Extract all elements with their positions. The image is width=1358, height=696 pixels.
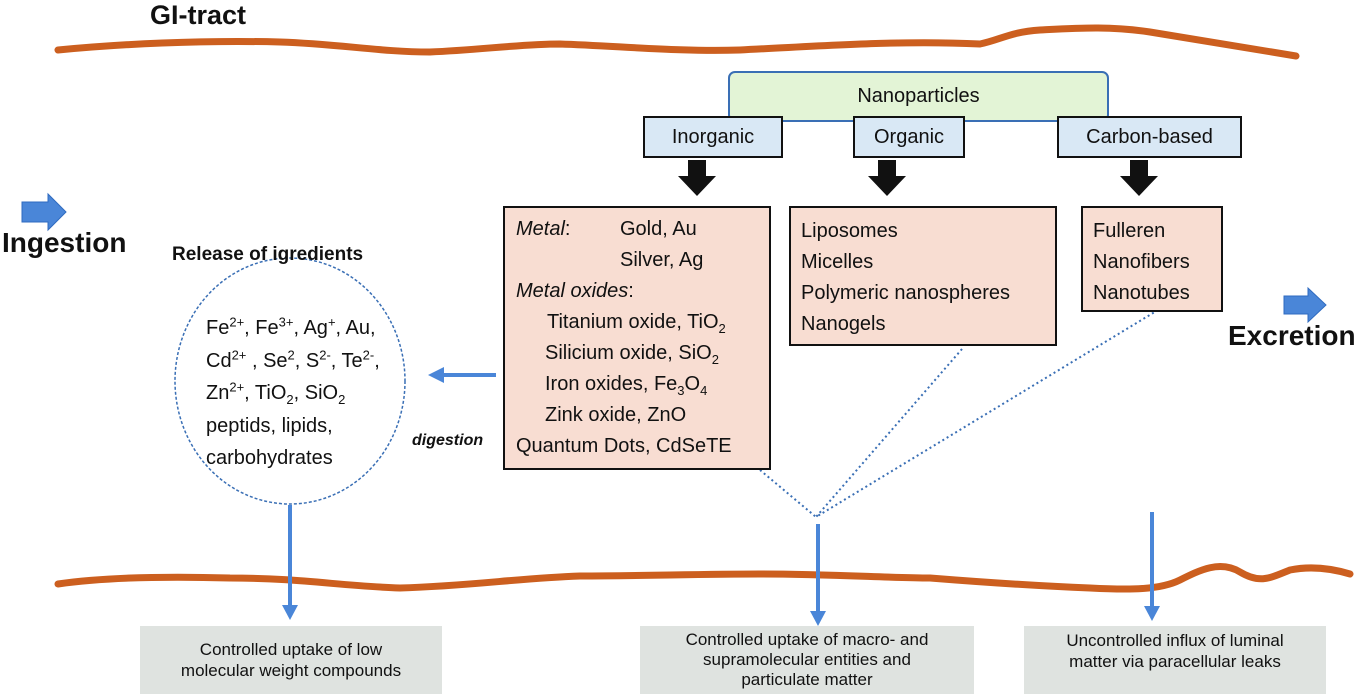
ion-sup: 3+ — [278, 314, 294, 330]
ion-sub: 2 — [338, 392, 346, 407]
titanium-sub: 2 — [718, 321, 726, 336]
inorganic-box: Metal: Gold, Au Silver, Ag Metal oxides:… — [503, 206, 771, 470]
organic-box: Liposomes Micelles Polymeric nanospheres… — [789, 206, 1057, 346]
carbon-box: Fulleren Nanofibers Nanotubes — [1081, 206, 1223, 312]
metal-oxides-heading: Metal oxides — [516, 280, 629, 302]
uptake-macro-line2: supramolecular entities and — [703, 650, 911, 669]
down-arrow-icon — [810, 524, 826, 626]
quantum-dots-item: Quantum Dots, CdSeTE — [516, 435, 732, 457]
uptake-uncontrolled-line2: matter via paracellular leaks — [1069, 652, 1281, 671]
uptake-uncontrolled-line1: Uncontrolled influx of luminal — [1066, 631, 1284, 650]
ions-line-1: Fe2+, Fe3+, Ag+, Au, — [206, 312, 380, 345]
down-arrow-icon — [1120, 160, 1158, 196]
silicium-text: Silicium oxide, SiO — [545, 342, 712, 364]
titanium-item: Titanium oxide, TiO2 — [516, 307, 769, 338]
gi-tract-lower-wall — [54, 563, 1354, 593]
iron-text: Iron oxides, Fe — [545, 373, 678, 395]
carbon-item: Fulleren — [1093, 220, 1166, 242]
ion-sup: 2+ — [229, 314, 245, 330]
ions-line-4: peptids, lipids, — [206, 414, 333, 437]
right-arrow-icon — [1283, 286, 1327, 324]
ion-text: , S — [294, 349, 320, 372]
ion-sup: 2+ — [229, 379, 245, 395]
ion-text: Zn — [206, 382, 230, 404]
down-arrow-icon — [678, 160, 716, 196]
down-arrow-icon — [868, 160, 906, 196]
excretion-label: Excretion — [1228, 320, 1356, 351]
ion-sup: + — [327, 314, 336, 330]
nanoparticles-label: Nanoparticles — [857, 85, 980, 107]
ion-text: , Au, — [335, 317, 376, 339]
ion-sup: 2 — [287, 346, 295, 362]
down-arrow-icon — [282, 505, 298, 620]
release-circle — [174, 257, 406, 505]
metal-row: Metal: Gold, Au — [516, 214, 769, 245]
ion-text: , SiO — [293, 382, 339, 404]
ion-text: , Se — [246, 349, 288, 372]
ion-text: , Ag — [293, 317, 328, 339]
ion-sup: 2+ — [231, 346, 247, 362]
uptake-low-molecular-box: Controlled uptake of low molecular weigh… — [140, 626, 442, 694]
uptake-low-line2: molecular weight compounds — [180, 661, 402, 680]
category-inorganic: Inorganic — [643, 116, 783, 158]
nanoparticles-box: Nanoparticles — [728, 71, 1109, 122]
uptake-low-line1: Controlled uptake of low — [199, 640, 383, 659]
category-carbon-label: Carbon-based — [1086, 125, 1213, 148]
digestion-label: digestion — [412, 432, 484, 449]
uptake-macro-line3: particulate matter — [741, 670, 873, 689]
organic-item: Micelles — [801, 251, 874, 273]
right-arrow-icon — [21, 192, 67, 232]
zink-item: Zink oxide, ZnO — [545, 404, 687, 426]
ions-line-2: Cd2+ , Se2, S2-, Te2-, — [206, 345, 380, 378]
silver-item: Silver, Ag — [620, 249, 704, 271]
metal-heading: Metal — [516, 218, 565, 240]
iron-sub2: 4 — [700, 383, 708, 398]
category-organic: Organic — [853, 116, 965, 158]
diagram-title: GI-tract — [150, 0, 247, 30]
ion-text: , Te — [330, 349, 363, 372]
convergence-lines — [759, 309, 1159, 518]
metal-oxides-row: Metal oxides: — [516, 276, 769, 307]
ion-text: , Fe — [244, 317, 279, 339]
carbon-item: Nanotubes — [1093, 282, 1190, 304]
release-ingredients-list: Fe2+, Fe3+, Ag+, Au, Cd2+ , Se2, S2-, Te… — [206, 312, 380, 475]
ion-text: , TiO — [244, 382, 287, 404]
category-carbon-based: Carbon-based — [1057, 116, 1242, 158]
uptake-macro-box: Controlled uptake of macro- and supramol… — [640, 626, 974, 694]
ions-line-3: Zn2+, TiO2, SiO2 — [206, 377, 380, 410]
iron-sub1: 3 — [677, 383, 685, 398]
release-label: Release of igredients — [172, 244, 364, 265]
metal-colon: : — [564, 218, 571, 240]
category-inorganic-label: Inorganic — [671, 125, 755, 148]
iron-mid: O — [684, 373, 701, 395]
ions-line-5: carbohydrates — [206, 447, 333, 469]
carbon-item: Nanofibers — [1093, 251, 1190, 273]
gold-item: Gold, Au — [620, 218, 697, 240]
silicium-sub: 2 — [711, 352, 719, 367]
left-arrow-icon — [428, 367, 496, 383]
ion-text: Fe — [206, 317, 230, 339]
ion-sup: 2- — [362, 346, 375, 362]
uptake-macro-line1: Controlled uptake of macro- and — [685, 630, 929, 649]
silicium-item: Silicium oxide, SiO2 — [516, 338, 769, 369]
organic-item: Nanogels — [801, 313, 886, 335]
category-organic-label: Organic — [873, 125, 945, 148]
ion-sub: 2 — [286, 392, 294, 407]
organic-item: Polymeric nanospheres — [801, 282, 1010, 304]
ingestion-label: Ingestion — [2, 227, 127, 258]
ion-sup: 2- — [319, 346, 331, 362]
oxides-colon: : — [628, 280, 634, 302]
down-arrow-icon — [1144, 512, 1160, 621]
ion-text: , — [374, 349, 380, 372]
uptake-uncontrolled-box: Uncontrolled influx of luminal matter vi… — [1024, 626, 1326, 694]
ion-text: Cd — [206, 349, 232, 372]
gi-tract-upper-wall — [54, 24, 1300, 60]
organic-item: Liposomes — [801, 220, 898, 242]
iron-item: Iron oxides, Fe3O4 — [516, 369, 769, 400]
titanium-text: Titanium oxide, TiO — [547, 311, 719, 333]
